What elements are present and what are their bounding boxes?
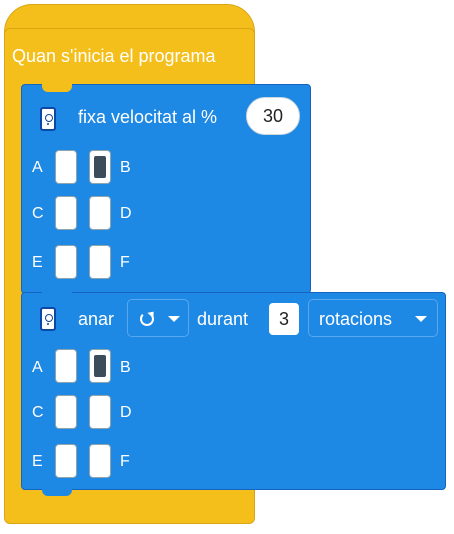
- port-f-toggle[interactable]: [89, 245, 111, 279]
- port-f-toggle[interactable]: [89, 444, 111, 478]
- chevron-down-icon: [168, 316, 180, 322]
- port-label-a: A: [32, 159, 43, 176]
- port-e-toggle[interactable]: [55, 444, 77, 478]
- block-notch: [42, 292, 72, 300]
- unit-dropdown[interactable]: rotacions: [308, 299, 438, 337]
- speed-value-input[interactable]: 30: [246, 97, 300, 135]
- port-a-toggle[interactable]: [55, 349, 77, 383]
- port-label-b: B: [120, 359, 131, 376]
- duration-amount-input[interactable]: 3: [269, 303, 299, 335]
- block-notch: [42, 84, 72, 92]
- unit-label: rotacions: [319, 309, 393, 329]
- event-block-label: Quan s'inicia el programa: [12, 46, 216, 66]
- port-c-toggle[interactable]: [55, 395, 77, 429]
- port-label-c: C: [32, 404, 44, 421]
- port-label-d: D: [120, 205, 132, 222]
- hub-icon: [40, 107, 56, 131]
- port-label-d: D: [120, 404, 132, 421]
- port-label-b: B: [120, 159, 131, 176]
- block-tail: [42, 489, 72, 496]
- run-motor-block[interactable]: anar durant 3 rotacions A B C D E F: [21, 292, 446, 496]
- port-label-a: A: [32, 359, 43, 376]
- run-label: anar: [78, 309, 115, 329]
- port-b-toggle[interactable]: [89, 349, 111, 383]
- set-speed-block[interactable]: fixa velocitat al % 30 A B C D E F: [21, 84, 311, 294]
- port-label-f: F: [120, 453, 130, 470]
- set-speed-label: fixa velocitat al %: [78, 107, 218, 127]
- port-d-toggle[interactable]: [89, 395, 111, 429]
- port-a-toggle[interactable]: [55, 150, 77, 184]
- port-label-e: E: [32, 453, 43, 470]
- clockwise-icon: [140, 312, 154, 326]
- port-label-e: E: [32, 254, 43, 271]
- port-b-toggle[interactable]: [89, 150, 111, 184]
- during-label: durant: [197, 309, 249, 329]
- port-c-toggle[interactable]: [55, 196, 77, 230]
- hub-icon: [40, 307, 56, 331]
- port-e-toggle[interactable]: [55, 245, 77, 279]
- port-label-c: C: [32, 205, 44, 222]
- port-d-toggle[interactable]: [89, 196, 111, 230]
- chevron-down-icon: [415, 316, 427, 322]
- direction-dropdown[interactable]: [127, 299, 189, 337]
- port-label-f: F: [120, 254, 130, 271]
